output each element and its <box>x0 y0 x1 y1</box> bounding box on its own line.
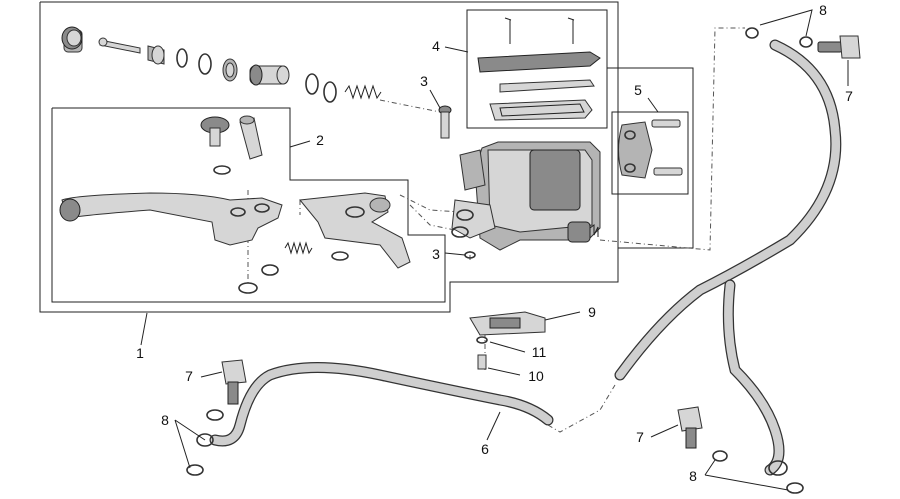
brake-switch <box>469 311 546 370</box>
callout-3-bottom: 3 <box>432 246 440 262</box>
callout-9: 9 <box>588 304 596 320</box>
callout-8-top-right: 8 <box>819 2 827 18</box>
clamp-kit-5-frame <box>607 67 694 249</box>
return-spring <box>284 241 313 255</box>
lever-bushing <box>239 115 263 160</box>
callout-8-left: 8 <box>161 412 169 428</box>
banjo-bolt-bottom-right <box>677 406 804 494</box>
master-cylinder-body <box>451 141 601 251</box>
banjo-bolt-left <box>186 359 247 476</box>
brake-hose-6 <box>196 362 554 447</box>
callout-3-top: 3 <box>420 73 428 89</box>
callout-4: 4 <box>432 38 440 54</box>
reservoir-kit-4-frame <box>466 9 608 129</box>
callout-2: 2 <box>316 132 324 148</box>
callout-8-bottom-right: 8 <box>689 468 697 484</box>
adjuster-bracket <box>299 192 411 269</box>
lever-pivot-bolt <box>200 116 231 175</box>
callout-10: 10 <box>528 368 544 384</box>
reservoir-cover <box>477 17 601 121</box>
callout-7-left: 7 <box>185 368 193 384</box>
callout-1: 1 <box>136 345 144 361</box>
master-cylinder-internals <box>61 26 382 103</box>
callout-11: 11 <box>531 344 547 360</box>
circlip-rings <box>238 264 279 294</box>
leader-lines <box>140 9 849 491</box>
brake-hose-right <box>614 39 842 476</box>
brake-lever <box>59 192 283 246</box>
callout-7-bottom-right: 7 <box>636 429 644 445</box>
banjo-bolt-top-right <box>745 27 861 59</box>
handlebar-clamp <box>618 119 683 179</box>
assembly-1-frame <box>39 1 619 313</box>
callout-6: 6 <box>481 441 489 457</box>
callout-7-top-right: 7 <box>845 88 853 104</box>
reservoir-screw-3 <box>438 105 452 139</box>
callout-5: 5 <box>634 82 642 98</box>
lever-kit-2-frame <box>51 107 446 303</box>
